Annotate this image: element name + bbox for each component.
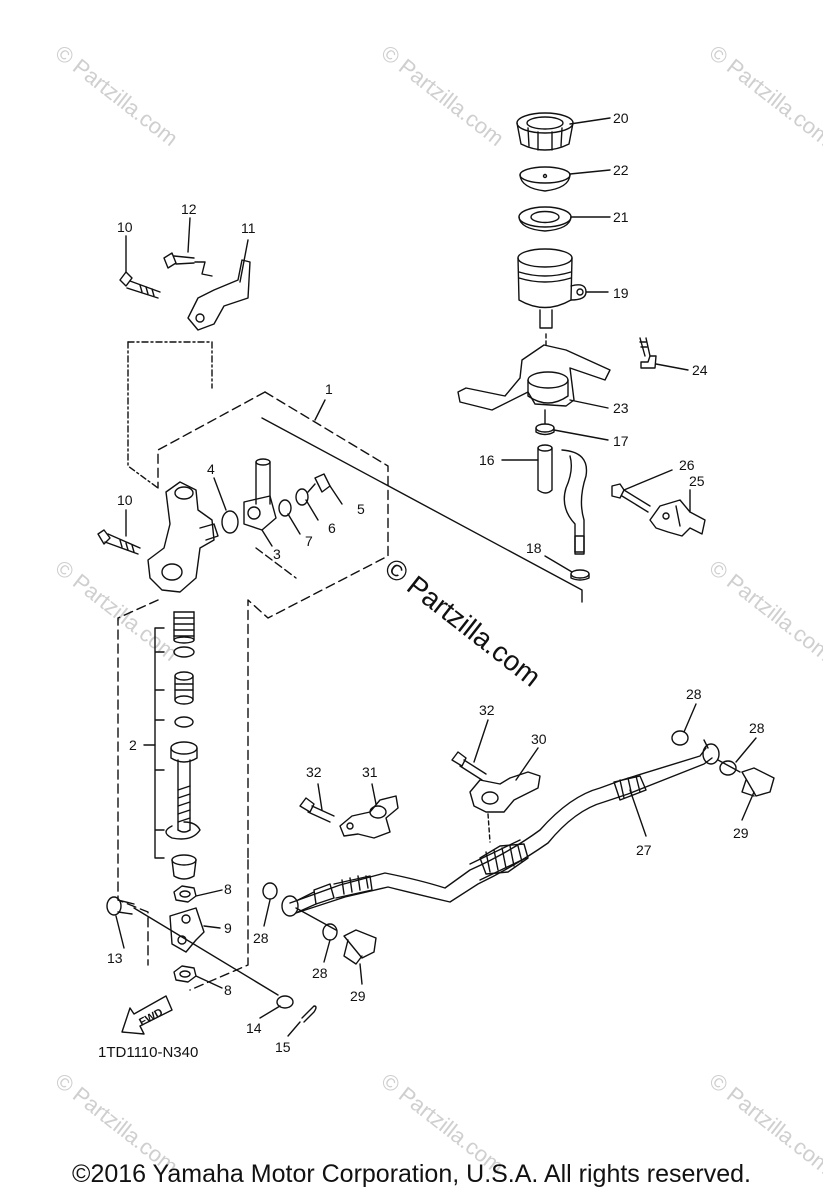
bolt-32-left [299, 797, 335, 823]
copyright-footer: ©2016 Yamaha Motor Corporation, U.S.A. A… [72, 1160, 751, 1188]
hose-clip-25 [649, 499, 706, 537]
bolt-32-right [451, 751, 487, 781]
washer-6 [295, 488, 309, 506]
callout-26: 26 [679, 457, 695, 473]
master-cylinder-body [147, 481, 219, 593]
nut-8-lower [173, 965, 197, 983]
callout-32-left: 32 [306, 764, 322, 780]
pin-13 [106, 896, 135, 916]
hose-clamp-18 [570, 569, 590, 581]
callout-17: 17 [613, 433, 629, 449]
nut-8-upper [173, 885, 197, 903]
washer-14 [276, 995, 294, 1009]
washer-7 [278, 499, 292, 517]
cup-2 [174, 716, 194, 728]
callout-19: 19 [613, 285, 629, 301]
reservoir-bracket [457, 344, 611, 411]
cup-1 [173, 646, 195, 658]
callout-32-right: 32 [479, 702, 495, 718]
bolt-5 [307, 473, 331, 493]
bolt-12 [163, 252, 195, 269]
reservoir-hose [537, 444, 588, 555]
callout-30: 30 [531, 731, 547, 747]
reservoir-cap [516, 112, 574, 151]
clamp-30 [469, 771, 541, 813]
diagram-code: 1TD1110-N340 [98, 1044, 199, 1061]
screw-26 [611, 483, 651, 513]
callout-24: 24 [692, 362, 708, 378]
callout-28-a: 28 [253, 930, 269, 946]
callout-21: 21 [613, 209, 629, 225]
diaphragm-plate [519, 166, 571, 192]
hose-clamp-17 [535, 423, 555, 436]
washer-28d [719, 760, 737, 776]
callout-11: 11 [241, 220, 256, 236]
callout-18: 18 [526, 540, 542, 556]
callout-7: 7 [305, 533, 313, 549]
bracket-11 [187, 259, 251, 331]
callout-27: 27 [636, 842, 652, 858]
callout-1: 1 [325, 381, 333, 397]
callout-23: 23 [613, 400, 629, 416]
callout-6: 6 [328, 520, 336, 536]
callout-2: 2 [129, 737, 137, 753]
washer-28c [671, 730, 689, 746]
callout-28-c: 28 [686, 686, 702, 702]
callout-28-d: 28 [749, 720, 765, 736]
union-bolt-29b [741, 767, 775, 797]
callout-12: 12 [181, 201, 197, 217]
callout-4: 4 [207, 461, 215, 477]
hose-fitting-3 [243, 458, 277, 531]
boot [171, 854, 197, 880]
callout-22: 22 [613, 162, 629, 178]
union-bolt-29a [343, 929, 377, 965]
push-rod [170, 741, 198, 833]
fwd-arrow [121, 995, 173, 1035]
banjo-fitting-right [702, 739, 720, 765]
callout-9: 9 [224, 920, 232, 936]
diaphragm [518, 206, 572, 232]
bolt-10-top [119, 271, 161, 299]
clamp-31 [339, 795, 399, 839]
callout-8-upper: 8 [224, 881, 232, 897]
callout-16: 16 [479, 452, 495, 468]
brake-hose-27 [289, 747, 713, 914]
callout-10-top: 10 [117, 219, 133, 235]
callout-28-b: 28 [312, 965, 328, 981]
clevis-9 [169, 907, 205, 953]
callout-29-a: 29 [350, 988, 366, 1004]
callout-31: 31 [362, 764, 378, 780]
cotter-pin-15 [301, 1005, 317, 1023]
washer-28a [262, 882, 278, 900]
callout-13: 13 [107, 950, 123, 966]
callout-5: 5 [357, 501, 365, 517]
bolt-10-lower [97, 529, 141, 555]
callout-14: 14 [246, 1020, 262, 1036]
banjo-fitting-left [281, 875, 373, 917]
callout-3: 3 [273, 546, 281, 562]
reservoir-screw [639, 337, 657, 369]
piston [174, 671, 194, 705]
circlip [165, 821, 201, 840]
callout-8-lower: 8 [224, 982, 232, 998]
callout-15: 15 [275, 1039, 291, 1055]
callout-25: 25 [689, 473, 705, 489]
callout-29-b: 29 [733, 825, 749, 841]
callout-20: 20 [613, 110, 629, 126]
o-ring-4 [221, 510, 239, 534]
spring [173, 611, 195, 644]
callout-10-lower: 10 [117, 492, 133, 508]
reservoir-tank [517, 248, 587, 329]
